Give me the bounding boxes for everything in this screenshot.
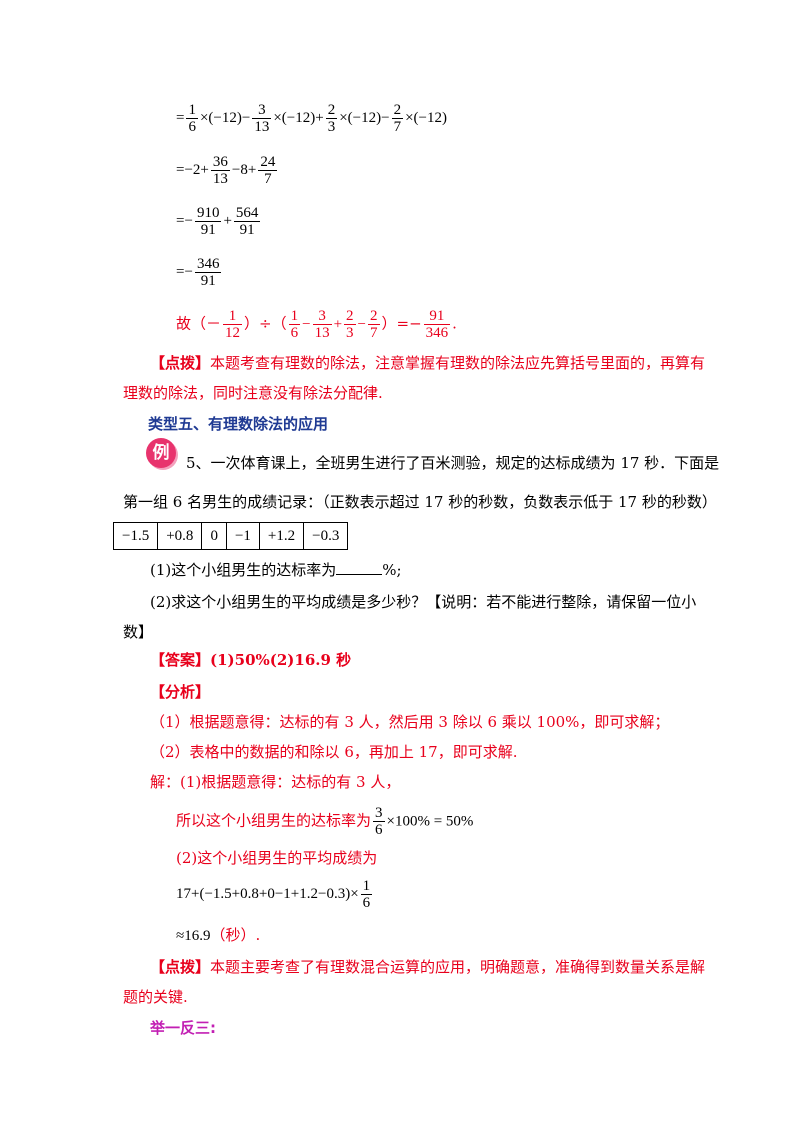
tip-tag: 【点拨】 — [150, 958, 211, 976]
tip-tag: 【点拨】 — [150, 354, 211, 372]
section-title: 类型五、有理数除法的应用 — [148, 415, 329, 433]
table-cell: +0.8 — [157, 522, 203, 550]
solution-step-1: 解：(1)根据题意得：达标的有 3 人， — [150, 773, 401, 791]
answer-line: 【答案】(1)50%(2)16.9 秒 — [150, 651, 352, 669]
table-row: −1.5 +0.8 0 −1 +1.2 −0.3 — [112, 522, 349, 550]
question-2: (2)求这个小组男生的平均成绩是多少秒？【说明：若不能进行整除，请保留一位小 — [150, 593, 697, 611]
analysis-tag: 【分析】 — [150, 683, 211, 701]
table-cell: −0.3 — [303, 522, 349, 550]
table-cell: +1.2 — [258, 522, 305, 550]
tip-paragraph-2-cont: 题的关键. — [123, 988, 188, 1006]
tip-paragraph-1-cont: 理数的除法，同时注意没有除法分配律. — [123, 384, 383, 402]
answer-blank — [336, 560, 383, 575]
table-cell: −1.5 — [112, 522, 159, 550]
solution-step-5: ≈16.9（秒）. — [176, 926, 261, 944]
answer-tag: 【答案】 — [150, 651, 211, 669]
table-cell: 0 — [201, 522, 227, 550]
example-text-line2: 第一组 6 名男生的成绩记录：（正数表示超过 17 秒的秒数，负数表示低于 17… — [123, 493, 717, 511]
practice-heading: 举一反三: — [150, 1019, 216, 1037]
question-1: (1)这个小组男生的达标率为%; — [150, 560, 402, 579]
question-2-cont: 数】 — [123, 623, 154, 641]
tip-paragraph-2: 【点拨】本题主要考查了有理数混合运算的应用，明确题意，准确得到数量关系是解 — [150, 958, 706, 976]
solution-step-3: (2)这个小组男生的平均成绩为 — [176, 849, 378, 867]
table-cell: −1 — [225, 522, 260, 550]
example-badge-icon: 例 — [146, 438, 176, 468]
analysis-point-2: （2）表格中的数据的和除以 6，再加上 17，即可求解. — [150, 743, 518, 761]
tip-paragraph-1: 【点拨】本题考查有理数的除法，注意掌握有理数的除法应先算括号里面的，再算有 — [150, 354, 706, 372]
analysis-point-1: （1）根据题意得：达标的有 3 人，然后用 3 除以 6 乘以 100%，即可求… — [150, 713, 670, 731]
scores-table: −1.5 +0.8 0 −1 +1.2 −0.3 — [112, 522, 349, 550]
example-text-line1: 5、一次体育课上，全班男生进行了百米测验，规定的达标成绩为 17 秒．下面是 — [186, 454, 720, 472]
